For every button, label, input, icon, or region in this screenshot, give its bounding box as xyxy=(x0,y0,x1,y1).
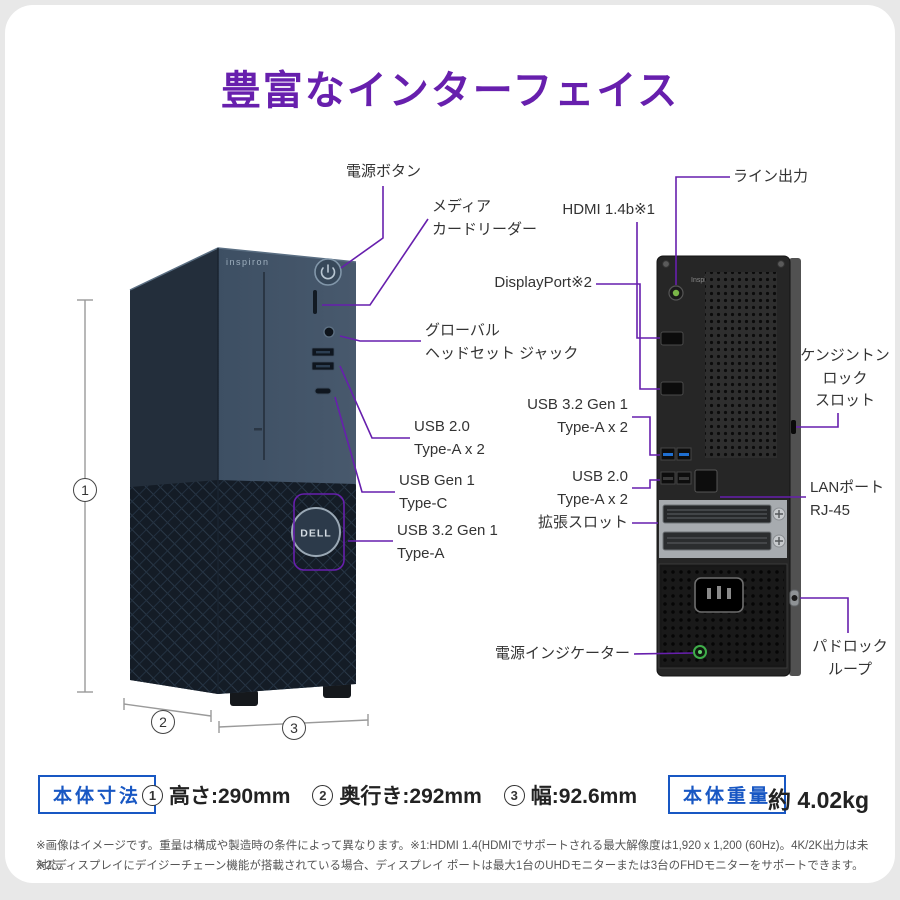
footnote-1: ※画像はイメージです。重量は構成や製造時の条件によって異なります。※1:HDMI… xyxy=(36,840,869,873)
callout-rear-usb2: USB 2.0 Type-A x 2 xyxy=(557,468,628,508)
kensington-lock-slot xyxy=(791,420,796,434)
dimension-marker-width: 3 xyxy=(282,716,306,740)
callout-power-indicator: 電源インジケーター xyxy=(494,645,630,662)
dell-logo-badge: DELL xyxy=(291,507,341,557)
callout-card-reader: メディア カードリーダー xyxy=(432,198,538,238)
callout-front-usb-c: USB Gen 1 Type-C xyxy=(399,472,475,512)
rear-vent-grid xyxy=(705,272,777,458)
rear-usb32-ports xyxy=(660,447,692,461)
svg-text:DELL: DELL xyxy=(300,528,331,540)
hdmi-port xyxy=(660,331,684,346)
spec-weight-box: 本体重量 xyxy=(668,775,787,814)
callout-line-out: ライン出力 xyxy=(733,168,809,185)
expansion-slots xyxy=(659,500,787,558)
rear-usb2-ports xyxy=(660,471,692,485)
front-chassis xyxy=(129,247,357,706)
dimension-marker-height: 1 xyxy=(73,478,97,502)
callout-rear-usb32: USB 3.2 Gen 1 Type-A x 2 xyxy=(527,396,628,436)
spec-height-text: 高さ:290mm xyxy=(169,785,291,808)
callout-hdmi: HDMI 1.4b※1 xyxy=(562,201,655,218)
rear-view-image: Inspiron 3030 xyxy=(645,248,820,688)
callout-displayport: DisplayPort※2 xyxy=(494,274,592,291)
front-usb-a-ports xyxy=(311,347,335,371)
front-brand-text: inspiron xyxy=(226,257,270,267)
spec-depth-num: 2 xyxy=(312,784,334,806)
spec-depth-text: 奥行き:292mm xyxy=(339,785,482,808)
callout-power-button: 電源ボタン xyxy=(346,163,422,180)
line-out-jack xyxy=(668,285,684,301)
spec-size-box: 本体寸法 xyxy=(38,775,157,814)
callout-front-usb32: USB 3.2 Gen 1 Type-A xyxy=(397,522,498,562)
front-view-image: inspiron DELL xyxy=(118,232,370,716)
power-indicator-led xyxy=(693,645,707,659)
dimension-marker-depth: 2 xyxy=(151,710,175,734)
spec-weight-value: 約 4.02kg xyxy=(768,787,869,813)
front-usb-c-port xyxy=(314,387,332,395)
spec-size-values: 1 高さ:290mm 2 奥行き:292mm 3 幅:92.6mm xyxy=(142,780,637,810)
padlock-loop xyxy=(789,589,800,607)
spec-height-num: 1 xyxy=(142,784,163,806)
lan-port xyxy=(694,469,718,493)
spec-width: 3 幅:92.6mm xyxy=(503,780,637,810)
callout-expansion-slot: 拡張スロット xyxy=(537,514,628,531)
power-button xyxy=(314,258,342,286)
callout-kensington: ケンジントン ロック スロット xyxy=(800,347,890,409)
callout-padlock-loop: パドロック ループ xyxy=(812,638,888,678)
optical-drive-slot xyxy=(254,272,265,460)
callout-front-usb2: USB 2.0 Type-A x 2 xyxy=(414,418,485,458)
callout-headset-jack: グローバル ヘッドセット ジャック xyxy=(425,322,579,362)
power-supply-area xyxy=(658,563,788,669)
spec-width-text: 幅:92.6mm xyxy=(530,785,637,808)
spec-height: 1 高さ:290mm xyxy=(142,780,290,810)
callout-lan-port: LANポート RJ-45 xyxy=(810,479,885,519)
page-title: 豊富なインターフェイス xyxy=(220,69,680,113)
spec-depth: 2 奥行き:292mm xyxy=(312,780,482,810)
front-port-highlight-box xyxy=(293,493,345,571)
displayport-port xyxy=(660,381,684,396)
sd-card-slot xyxy=(313,290,317,314)
spec-width-num: 3 xyxy=(503,784,525,806)
footnote-2: ※2:ディスプレイにデイジーチェーン機能が搭載されている場合、ディスプレイ ポー… xyxy=(36,860,864,872)
headset-jack xyxy=(323,326,335,338)
